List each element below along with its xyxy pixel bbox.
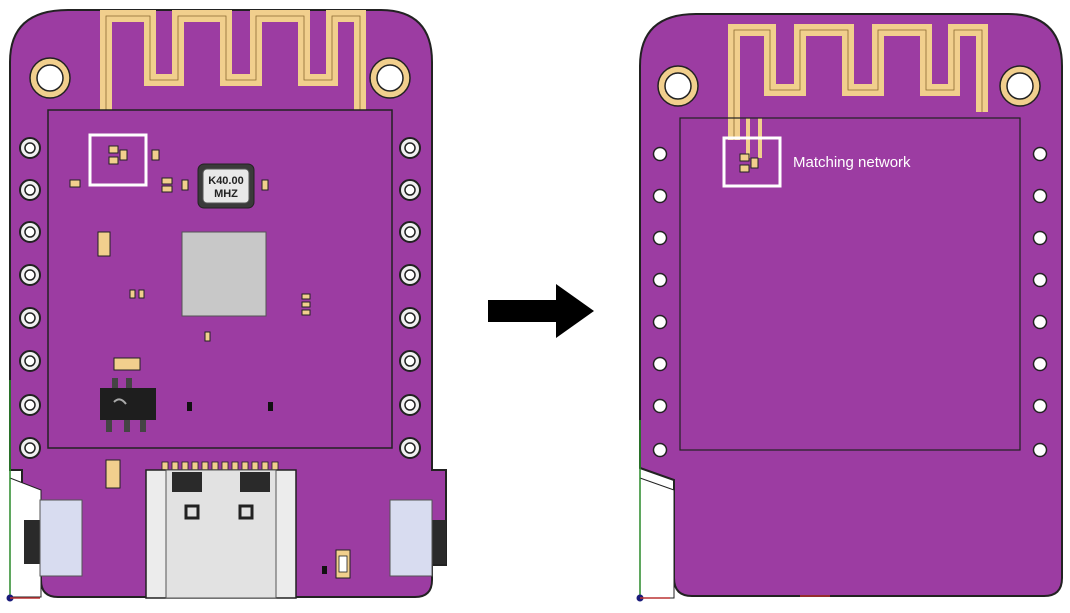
right-board: Matching network (636, 13, 1063, 602)
left-led (322, 549, 351, 579)
right-matching-network (739, 153, 759, 173)
left-highlight-box (88, 133, 148, 187)
right-highlight-box (722, 136, 782, 188)
right-arrow-icon (488, 284, 594, 338)
right-module-outline (679, 117, 1021, 451)
left-crystal: K40.00 MHZ (197, 163, 255, 209)
right-header-holes-left (652, 146, 668, 458)
left-usb-c-connector (145, 461, 297, 599)
left-side-button-left (24, 499, 83, 577)
right-pcb (639, 13, 1063, 597)
left-board: K40.00 MHZ (6, 9, 447, 602)
crystal-label-line1: K40.00 (208, 175, 243, 187)
left-matching-network (108, 145, 128, 165)
matching-network-label: Matching network (793, 154, 911, 171)
left-passives (69, 149, 311, 489)
crystal-label-line2: MHZ (214, 188, 238, 200)
left-regulator (100, 378, 156, 432)
left-main-chip (181, 231, 267, 317)
left-side-button-right (389, 499, 446, 577)
right-header-holes-right (1032, 146, 1048, 458)
